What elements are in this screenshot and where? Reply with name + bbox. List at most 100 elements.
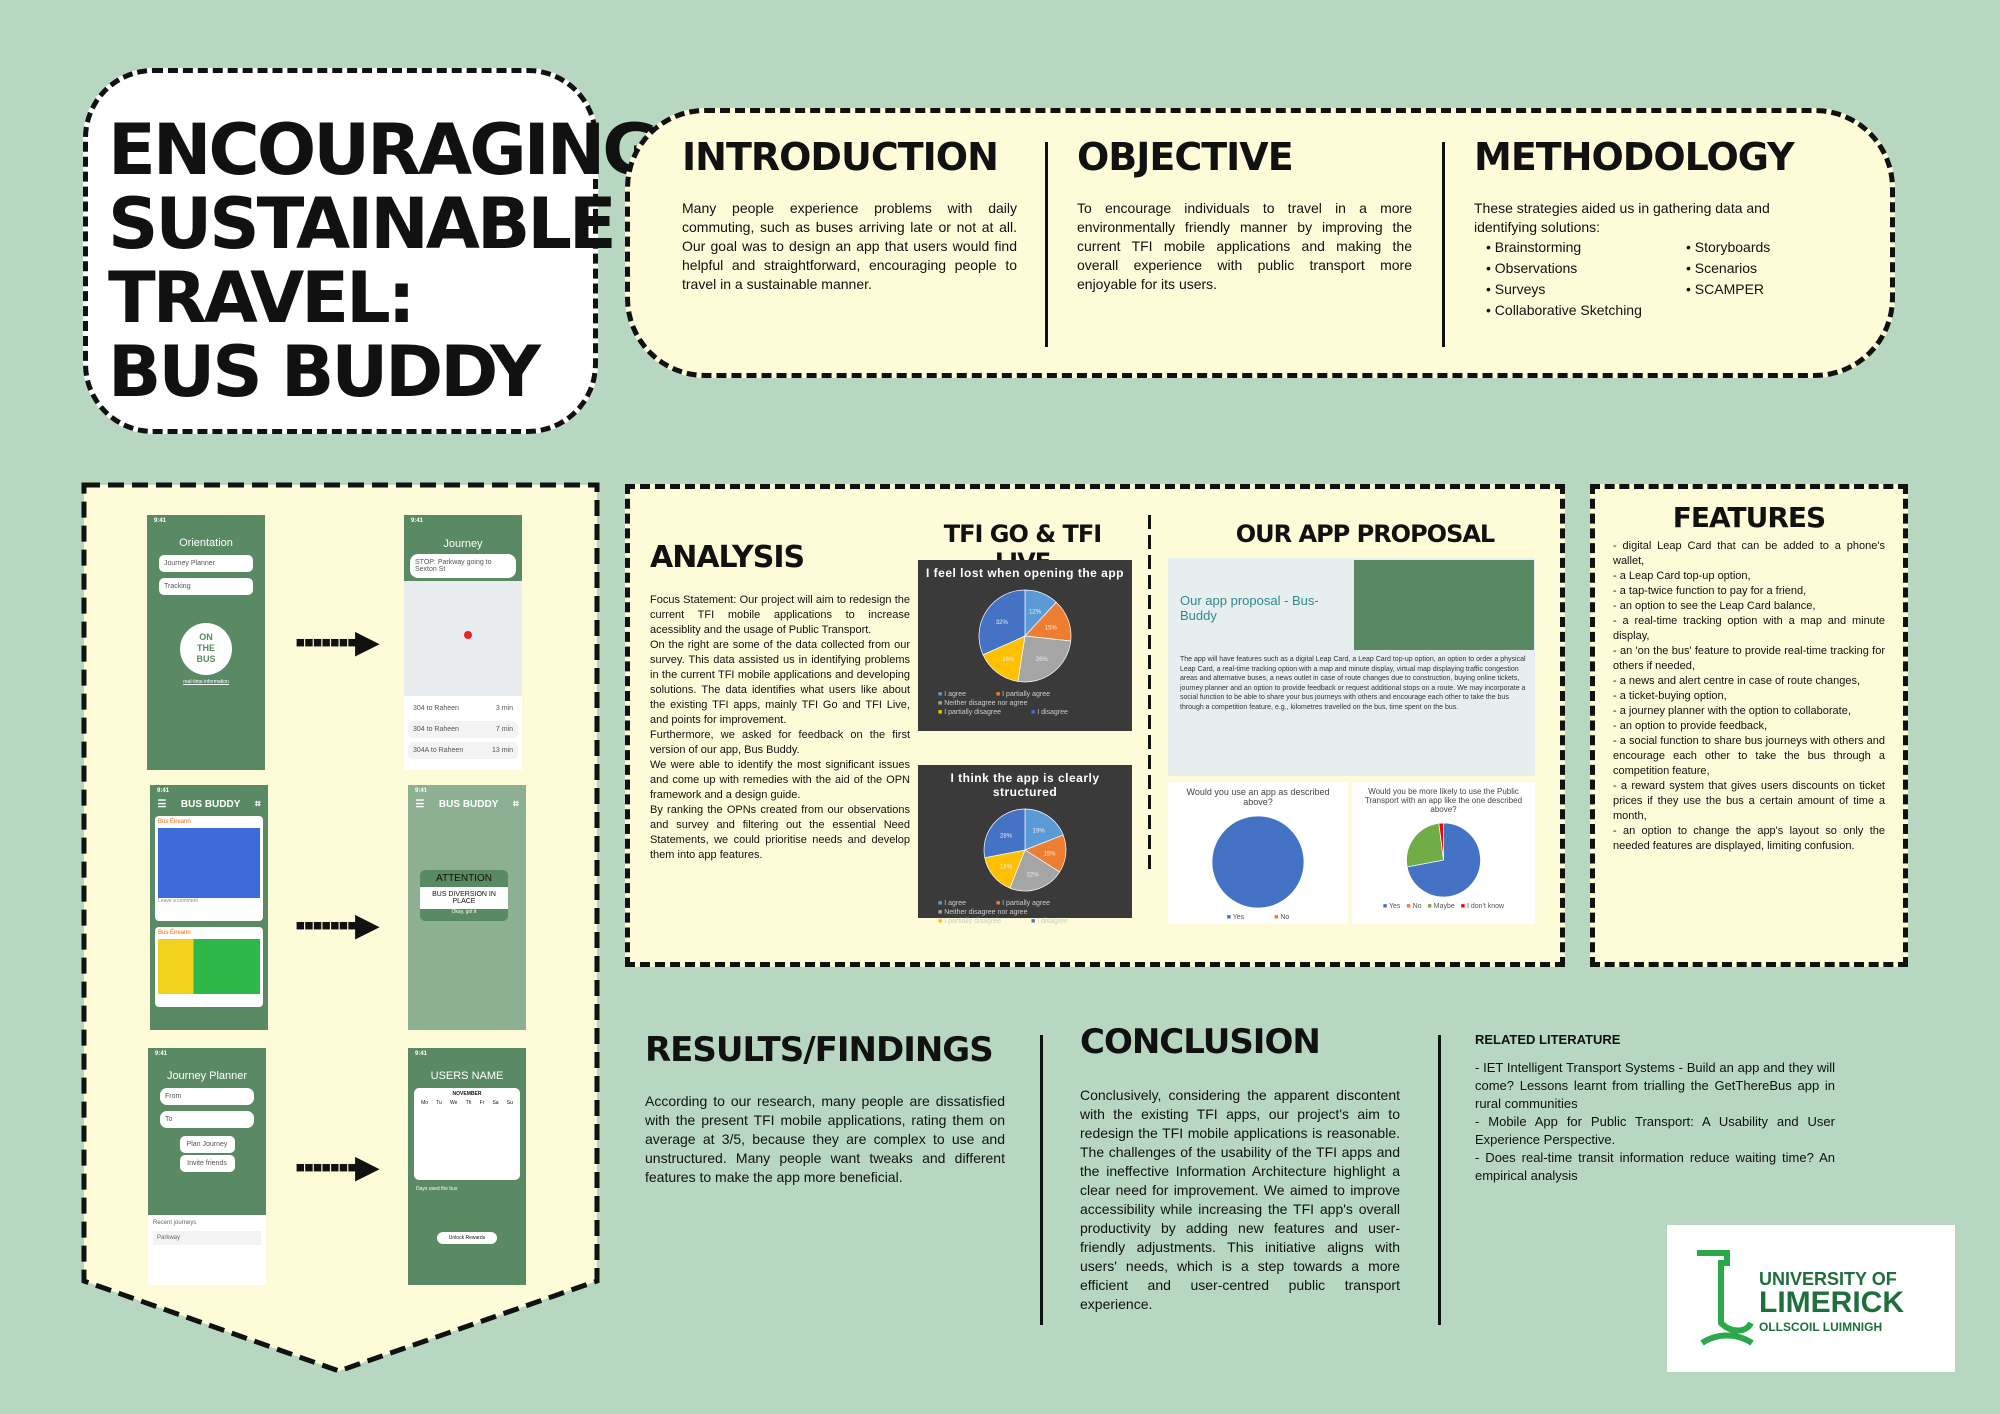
legend-item: ■ No [1406, 903, 1422, 910]
conclusion-text: Conclusively, considering the apparent d… [1080, 1087, 1400, 1312]
feature-item: - a Leap Card top-up option, [1613, 570, 1751, 582]
app-screens [1354, 560, 1534, 650]
divider [1045, 142, 1048, 347]
pie-chart-more-likely: Would you be more likely to use the Publ… [1352, 782, 1535, 924]
data-label: 15% [1043, 851, 1056, 857]
status-time: 9:41 [155, 1051, 168, 1057]
results-text: According to our research, many people a… [645, 1093, 1005, 1185]
list-item: Brainstorming [1486, 237, 1656, 258]
analysis-heading: ANALYSIS [650, 540, 805, 575]
features-list: - digital Leap Card that can be added to… [1613, 539, 1885, 854]
analysis-paragraph: By ranking the OPNs created from our obs… [650, 804, 910, 861]
legend-item: ■ Neither disagree nor agree [938, 700, 1028, 707]
legend-item: ■ Yes [1382, 903, 1401, 910]
data-label: 28% [1000, 833, 1013, 839]
data-label: 15% [1045, 625, 1058, 631]
from-field: From [160, 1088, 254, 1105]
invite-button: Invite friends [179, 1155, 235, 1172]
results-section: RESULTS/FINDINGS According to our resear… [645, 1030, 1005, 1187]
list-item: Collaborative Sketching [1486, 300, 1656, 321]
legend-item: ■ Neither disagree nor agree [938, 909, 1028, 916]
stop-field: STOP: Parkway going to Sexton St [410, 554, 516, 578]
list-item: Scenarios [1686, 258, 1770, 279]
analysis-paragraph: We were able to identify the most signif… [650, 759, 910, 801]
list-item: Storyboards [1686, 237, 1770, 258]
phone-planner: 9:41 Journey Planner From To Plan Journe… [148, 1048, 266, 1285]
feature-item: - an 'on the bus' feature to provide rea… [1613, 645, 1885, 672]
title-line: TRAVEL: [108, 257, 416, 339]
legend-item: ■ I don't know [1460, 903, 1505, 910]
objective-text: To encourage individuals to travel in a … [1077, 200, 1412, 292]
info-link: real-time information [183, 679, 229, 685]
legend-item: ■ I agree [938, 900, 966, 907]
literature-item: - IET Intelligent Transport Systems - Bu… [1475, 1060, 1835, 1111]
proposal-heading: OUR APP PROPOSAL [1235, 520, 1495, 548]
data-label: 19% [1033, 829, 1046, 835]
data-label: 26% [1036, 657, 1049, 663]
literature-item: - Mobile App for Public Transport: A Usa… [1475, 1114, 1835, 1147]
legend-item: ■ Yes [1226, 914, 1245, 921]
feature-item: - a social function to share bus journey… [1613, 735, 1885, 777]
top-banner [625, 108, 1895, 378]
castle-emblem-icon [1697, 1250, 1754, 1346]
legend-item: ■ I agree [938, 691, 966, 698]
feature-item: - a news and alert centre in case of rou… [1613, 675, 1861, 687]
divider [1442, 142, 1445, 347]
pie-slice [1024, 808, 1064, 851]
feature-item: - a reward system that gives users disco… [1613, 780, 1885, 822]
literature-item: - Does real-time transit information red… [1475, 1150, 1835, 1183]
plan-button: Plan Journey [179, 1136, 235, 1153]
title-box: ENCOURAGING SUSTAINABLE TRAVEL: BUS BUDD… [83, 68, 660, 434]
objective-heading: OBJECTIVE [1077, 135, 1294, 179]
list-item: Observations [1486, 258, 1656, 279]
objective-section: OBJECTIVE To encourage individuals to tr… [1077, 135, 1412, 294]
conclusion-heading: CONCLUSION [1080, 1022, 1321, 1062]
screen-title: BUS BUDDY [180, 799, 241, 810]
feature-item: - an option to provide feedback, [1613, 720, 1768, 732]
proposal-title: Our app proposal - Bus-Buddy [1180, 593, 1319, 623]
pie-slice [978, 589, 1026, 656]
legend-item: ■ No [1274, 914, 1290, 921]
introduction-heading: INTRODUCTION [682, 135, 999, 179]
screen-title: Journey Planner [166, 1070, 248, 1082]
phone-journey: 9:41 Journey STOP: Parkway going to Sext… [404, 515, 522, 770]
legend-item: ■ I partially agree [995, 900, 1051, 907]
proposal-card: Our app proposal - Bus-Buddy The app wil… [1168, 558, 1535, 776]
map [404, 581, 522, 696]
legend-item: ■ I disagree [1031, 918, 1068, 925]
pie-slice [982, 635, 1026, 682]
feature-item: - a real-time tracking option with a map… [1613, 615, 1885, 642]
screen-title: Journey [443, 538, 483, 550]
literature-section: RELATED LITERATURE - IET Intelligent Tra… [1475, 1032, 1835, 1185]
feature-item: - a journey planner with the option to c… [1613, 705, 1851, 717]
pie-slice [1438, 822, 1444, 861]
data-label: 32% [996, 620, 1009, 626]
analysis-paragraph: Furthermore, we asked for feedback on th… [650, 729, 910, 756]
data-label: 16% [1002, 657, 1015, 663]
feature-item: - digital Leap Card that can be added to… [1613, 540, 1885, 567]
divider [1148, 515, 1151, 875]
pie-slice [1009, 849, 1061, 892]
legend-item: ■ I partially disagree [938, 709, 1001, 716]
title-line: SUSTAINABLE [108, 183, 617, 265]
status-time: 9:41 [411, 518, 424, 524]
proposal-text: The app will have features such as a dig… [1180, 656, 1526, 711]
features-panel: FEATURES - digital Leap Card that can be… [1590, 484, 1908, 967]
divider [1040, 1035, 1043, 1325]
status-time: 9:41 [154, 518, 167, 524]
bus-photo [158, 939, 260, 994]
status-time: 9:41 [415, 788, 428, 794]
divider [1438, 1035, 1441, 1325]
screen-title: BUS BUDDY [438, 799, 499, 810]
phone-orientation: 9:41 Orientation Journey Planner Trackin… [147, 515, 265, 770]
legend-item: ■ I disagree [1031, 709, 1068, 716]
introduction-text: Many people experience problems with dai… [682, 200, 1017, 292]
methodology-section: METHODOLOGY These strategies aided us in… [1474, 135, 1814, 321]
list-item: SCAMPER [1686, 279, 1770, 300]
legend-item: ■ I partially agree [995, 691, 1051, 698]
pie-slice [983, 808, 1026, 859]
